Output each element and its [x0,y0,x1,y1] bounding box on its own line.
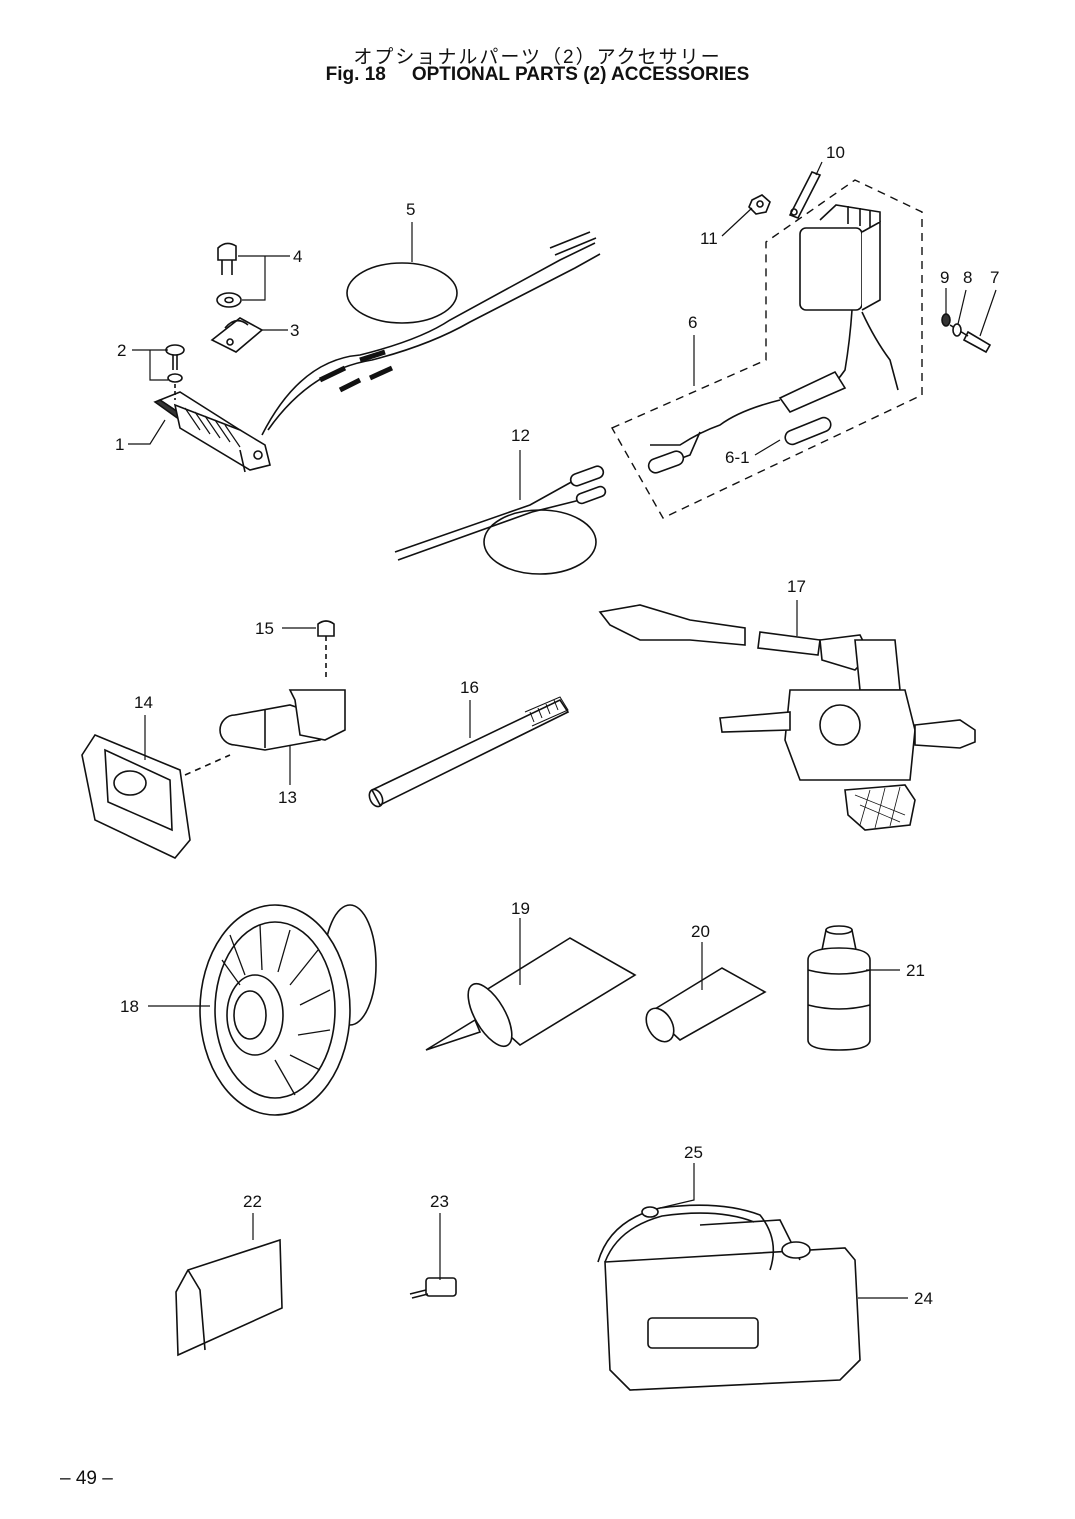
part-3-clamp [210,317,264,353]
callout-21: 21 [906,961,925,980]
callout-labels: 1 2 3 4 5 6 6-1 7 8 9 10 11 12 13 14 15 … [115,143,999,1308]
callout-3: 3 [290,321,299,340]
callout-19: 19 [511,899,530,918]
title-japanese: オプショナルパーツ（2）アクセサリー [353,47,722,68]
callout-18: 18 [120,997,139,1016]
part-13-bracket [219,689,346,751]
leader-lines [128,161,997,1299]
callout-12: 12 [511,426,530,445]
part-18-flywheel [199,904,377,1116]
part-1-connector [153,391,271,473]
figure-title: Fig. 18 OPTIONAL PARTS (2) ACCESSORIES [0,64,1075,86]
part-6-lead-wire [647,204,899,474]
part-5-wiring-harness [261,231,601,436]
part-16-shaft [368,696,570,808]
callout-25: 25 [684,1143,703,1162]
part-22-packet [175,1238,283,1357]
callout-17: 17 [787,577,806,596]
callout-20: 20 [691,922,710,941]
callout-24: 24 [914,1289,933,1308]
part-8-washer [952,323,962,337]
callout-14: 14 [134,693,153,712]
part-6-1-fuse [784,416,832,446]
callout-7: 7 [990,268,999,287]
part-14-plate [81,734,231,859]
part-17-remote-control [598,604,976,831]
callout-16: 16 [460,678,479,697]
part-20-small-tube [645,967,767,1043]
figure-title-text: OPTIONAL PARTS (2) ACCESSORIES [411,64,750,85]
callout-15: 15 [255,619,274,638]
callout-8: 8 [963,268,972,287]
callout-22: 22 [243,1192,262,1211]
callout-4: 4 [293,247,302,266]
callout-11: 11 [700,229,718,248]
part-4-screw-washer [216,242,242,308]
callout-23: 23 [430,1192,449,1211]
part-15-screw [317,620,335,680]
part-10-ground-plate [788,171,822,219]
callout-5: 5 [406,200,415,219]
part-11-nut [748,194,771,215]
callout-6: 6 [688,313,697,332]
page-number: – 49 – [60,1468,113,1489]
part-24-fuel-tank [604,1219,861,1391]
callout-6-1: 6-1 [725,448,750,467]
callout-10: 10 [826,143,845,162]
figure-number: Fig. 18 [325,64,386,85]
callout-1: 1 [115,435,124,454]
part-2-screw-washer [165,344,185,400]
part-19-grease-tube [425,937,637,1051]
part-6-dashed-group [611,179,923,519]
callout-9: 9 [940,268,949,287]
part-9-washer [941,313,951,327]
part-23-plug [409,1277,457,1299]
callout-13: 13 [278,788,297,807]
callout-2: 2 [117,341,126,360]
part-21-can [807,925,871,1051]
part-25-fuel-hose [597,1204,775,1271]
part-12-wire [394,465,607,575]
